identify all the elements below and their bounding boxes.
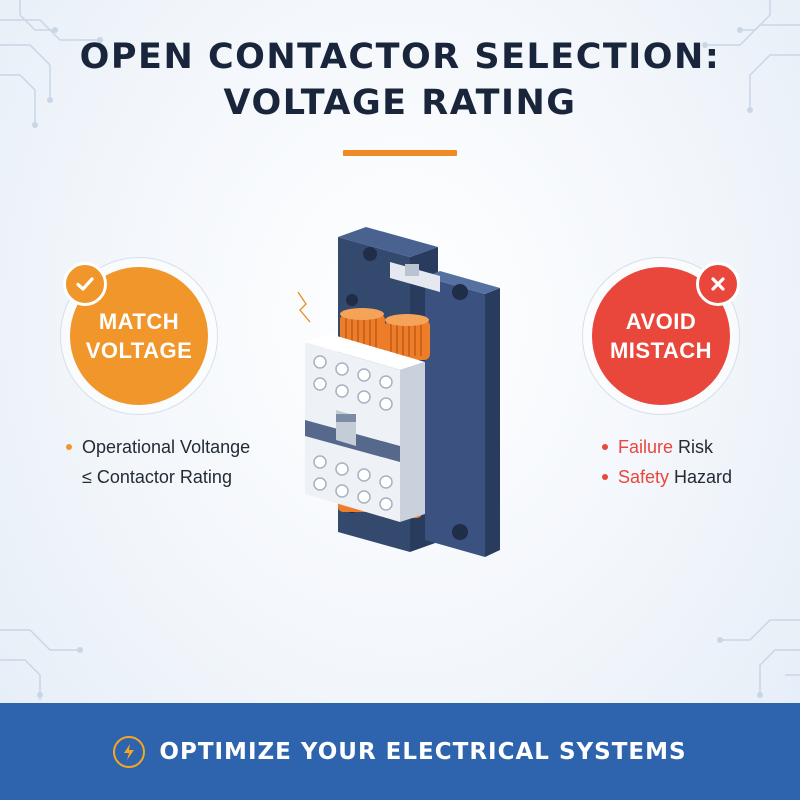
list-item: Operational Voltange: [66, 432, 250, 462]
contactor-illustration: [290, 227, 500, 557]
title-line-2: VOLTAGE RATING: [223, 83, 577, 123]
title-line-1: OPEN CONTACTOR SELECTION:: [79, 37, 721, 77]
avoid-mismatch-badge: AVOID MISTACH: [592, 267, 730, 405]
bullet-dot: [66, 444, 72, 450]
list-item: ≤ Contactor Rating: [82, 467, 232, 487]
list-item: Safety Hazard: [602, 462, 732, 492]
circuit-decoration-bottom-right: [717, 619, 800, 698]
page-title: OPEN CONTACTOR SELECTION: VOLTAGE RATING: [0, 34, 800, 126]
list-item: Failure Risk: [602, 432, 732, 462]
avoid-mismatch-label: AVOID MISTACH: [609, 309, 713, 363]
lightning-bolt-icon: [113, 735, 146, 768]
match-voltage-label: MATCH VOLTAGE: [85, 309, 193, 363]
title-underline: [343, 150, 457, 156]
avoid-mismatch-bullets: Failure Risk Safety Hazard: [602, 432, 732, 492]
footer-banner: OPTIMIZE YOUR ELECTRICAL SYSTEMS: [0, 703, 800, 800]
bullet-dot: [602, 474, 608, 480]
circuit-decoration-bottom-left: [0, 629, 83, 700]
footer-tagline: OPTIMIZE YOUR ELECTRICAL SYSTEMS: [159, 738, 687, 765]
x-icon: [696, 262, 740, 306]
bullet-dot: [602, 444, 608, 450]
match-voltage-bullets: Operational Voltange ≤ Contactor Rating: [66, 432, 250, 492]
checkmark-icon: [63, 262, 107, 306]
